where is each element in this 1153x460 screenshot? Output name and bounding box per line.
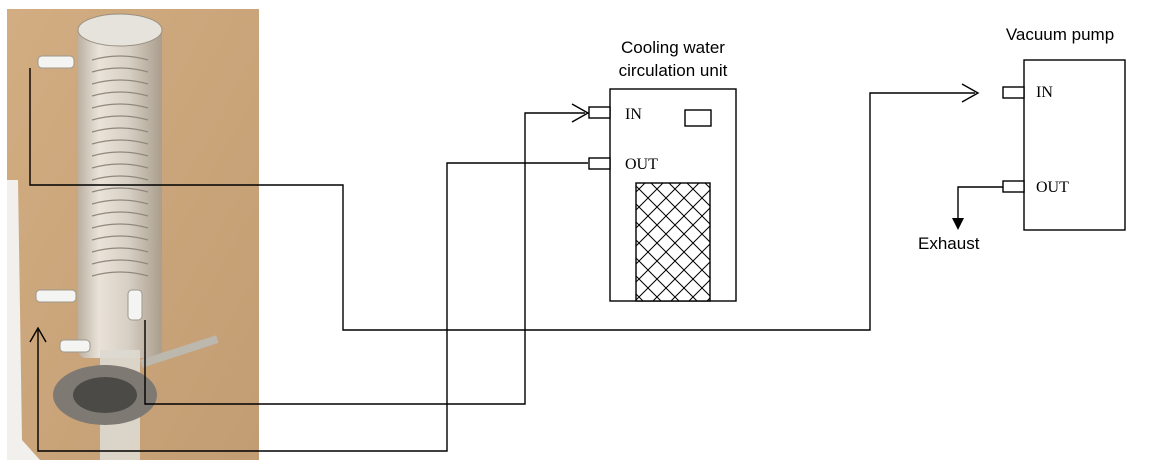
coolant-in-line: [37, 162, 588, 452]
vacuum-pump-out-port: [1002, 180, 1025, 193]
vacuum-pump-title: Vacuum pump: [1006, 25, 1114, 44]
vacuum-line-arrowhead: [961, 83, 980, 103]
stand: [7, 180, 40, 460]
cooling-unit-title-line1: Cooling water: [621, 38, 725, 57]
cooling-unit-in-port: [588, 106, 611, 119]
cooling-unit-title-line2: circulation unit: [619, 61, 728, 80]
clamp-inner: [73, 377, 137, 413]
vacuum-pump-in-port: [1002, 86, 1025, 99]
coolant-out-line: [144, 112, 585, 405]
left-nozzle: [35, 289, 77, 303]
vacuum-pump: Vacuum pump IN OUT: [1002, 25, 1126, 231]
bottom-nozzle: [59, 339, 91, 353]
cooling-unit: Cooling water circulation unit IN OUT: [588, 38, 737, 302]
exhaust-label: Exhaust: [918, 234, 980, 253]
cooling-unit-in-label: IN: [625, 106, 642, 123]
top-nozzle: [37, 55, 75, 69]
vacuum-pump-out-label: OUT: [1036, 179, 1069, 196]
condenser-photo: [7, 9, 259, 460]
exhaust-line: [957, 186, 1003, 222]
cooling-unit-out-port: [588, 157, 611, 170]
vacuum-pump-body: [1023, 59, 1126, 231]
right-nozzle: [127, 289, 143, 321]
coolant-in-line-arrowhead: [29, 326, 47, 343]
side-rod: [140, 335, 219, 368]
vacuum-line: [29, 68, 975, 331]
cooling-unit-vent-grille: [635, 182, 711, 302]
vacuum-pump-in-label: IN: [1036, 84, 1053, 101]
condenser-coil: [91, 55, 149, 277]
connection-lines: [29, 68, 1003, 452]
exhaust-arrowhead: [952, 218, 964, 230]
cooling-unit-out-label: OUT: [625, 156, 658, 173]
condenser-top: [77, 13, 163, 47]
cooling-unit-display: [684, 109, 712, 127]
coolant-out-line-arrowhead: [571, 103, 590, 123]
condenser-tube: [78, 28, 162, 358]
